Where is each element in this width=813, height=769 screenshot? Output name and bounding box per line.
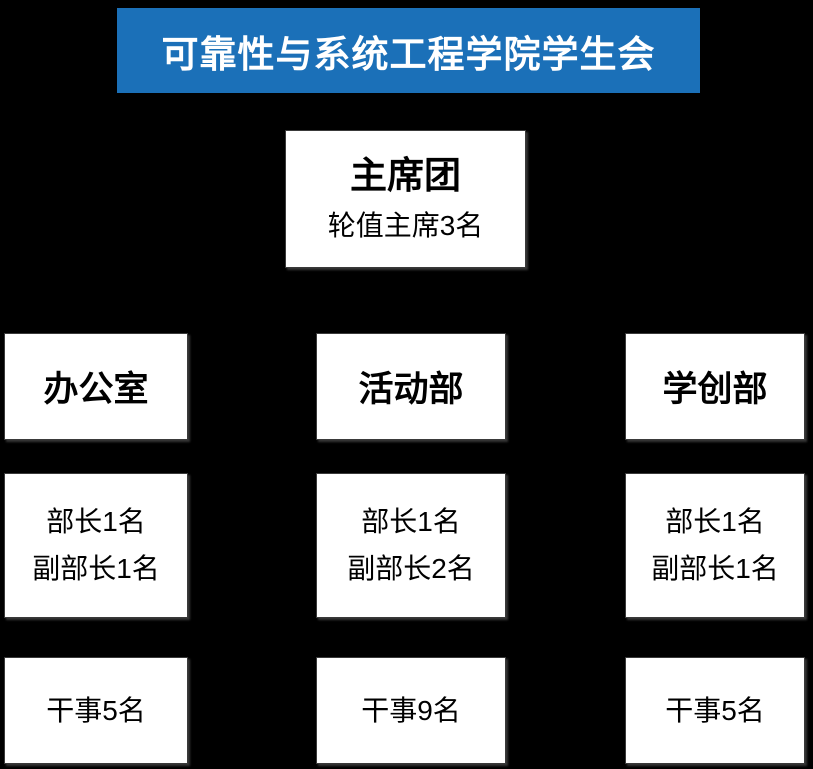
activities-staff-count: 干事9名 <box>361 694 461 726</box>
activities-deputy-line: 副部长2名 <box>347 553 475 584</box>
presidium-detail: 轮值主席3名 <box>327 209 484 241</box>
presidium-title: 主席团 <box>350 154 461 196</box>
node-academic-innovation-leaders: 部长1名 副部长1名 <box>625 473 805 618</box>
academic-innovation-leader-line: 部长1名 <box>665 506 765 538</box>
node-presidium: 主席团 轮值主席3名 <box>285 130 526 268</box>
node-activities-leaders: 部长1名 副部长2名 <box>316 473 506 618</box>
node-activities-staff: 干事9名 <box>316 657 506 764</box>
dept-office-name: 办公室 <box>43 370 149 409</box>
node-office-leaders: 部长1名 副部长1名 <box>4 473 188 618</box>
dept-activities-name: 活动部 <box>358 370 464 409</box>
node-academic-innovation-staff: 干事5名 <box>625 657 805 764</box>
dept-academic-innovation-name: 学创部 <box>662 370 768 409</box>
org-title-banner: 可靠性与系统工程学院学生会 <box>117 8 700 93</box>
node-dept-academic-innovation: 学创部 <box>625 333 805 440</box>
org-title-text: 可靠性与系统工程学院学生会 <box>161 33 656 75</box>
node-office-staff: 干事5名 <box>4 657 188 764</box>
office-staff-count: 干事5名 <box>46 694 146 726</box>
node-dept-office: 办公室 <box>4 333 188 440</box>
node-dept-activities: 活动部 <box>316 333 506 440</box>
office-deputy-line: 副部长1名 <box>32 553 160 584</box>
activities-leader-line: 部长1名 <box>361 506 461 538</box>
academic-innovation-staff-count: 干事5名 <box>665 694 765 726</box>
academic-innovation-deputy-line: 副部长1名 <box>651 553 779 584</box>
office-leader-line: 部长1名 <box>46 506 146 538</box>
